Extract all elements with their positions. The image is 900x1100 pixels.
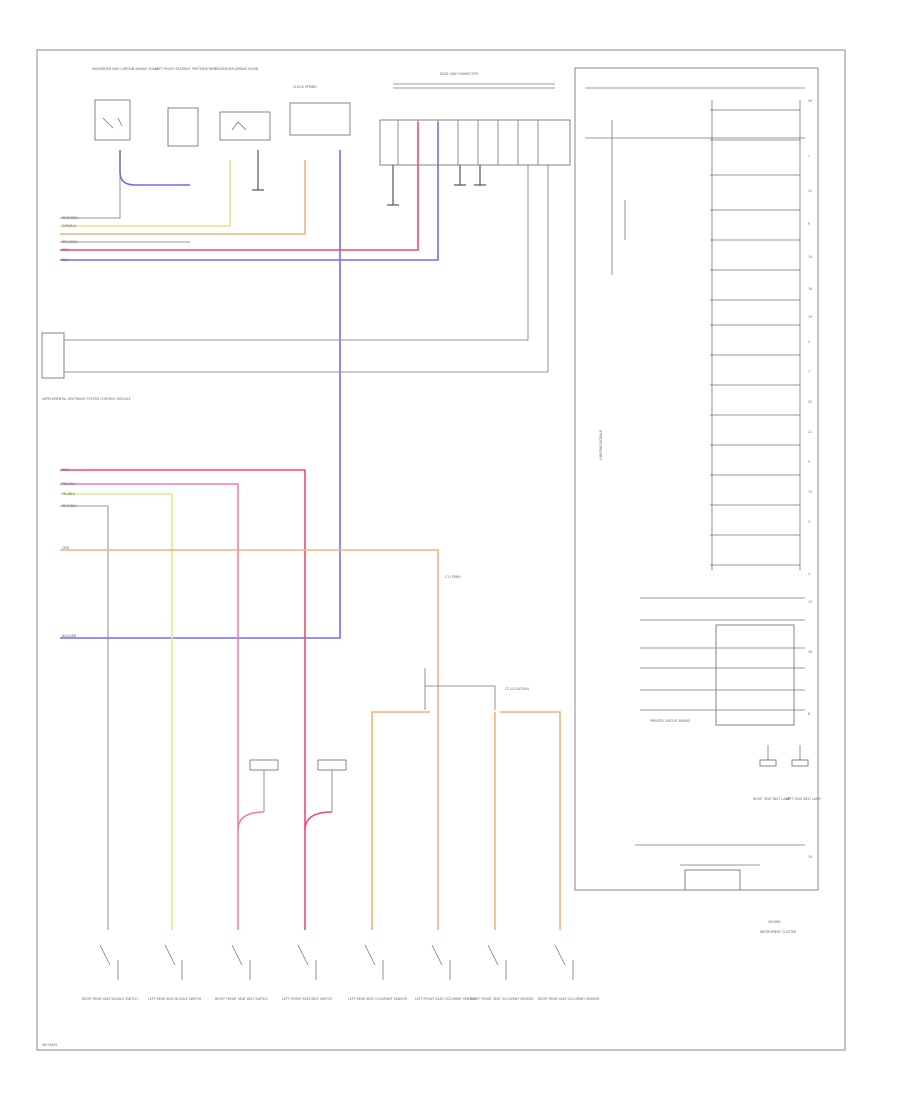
bottom-sensor-7: RIGHT FRONT SEAT OCCUPANT SENSOR — [470, 944, 534, 1001]
bottom-sensor-7-label: RIGHT FRONT SEAT OCCUPANT SENSOR — [470, 997, 534, 1001]
bottom-sensor-1-label: RIGHT REAR SEAT BUCKLE SWITCH — [82, 997, 138, 1001]
top-component-4: CLOCK SPRING — [289, 85, 351, 136]
cluster-pin-8: 2 — [808, 340, 810, 344]
cluster-pin-15: 4 — [808, 572, 810, 576]
top-component-1: PASSENGER SIDE CURTAIN AIRBAG SQUIB — [92, 67, 158, 141]
bottom-right-lamp-2-label: LEFT SEAT BELT LAMP — [786, 797, 821, 801]
cluster-pin-13: 15 — [808, 490, 812, 494]
bottom-sensor-5-label: LEFT REAR SEAT OCCUPANT SENSOR — [348, 997, 408, 1001]
left-wire-labels: WHT/GRN GRN/BLU BRN/GRN RED BLU — [62, 216, 78, 262]
bottom-sensor-8-label: RIGHT REAR SEAT OCCUPANT SENSOR — [538, 997, 600, 1001]
bottom-sensor-5: LEFT REAR SEAT OCCUPANT SENSOR — [348, 944, 408, 1001]
bottom-sensor-2-label: LEFT REAR SEAT BUCKLE SWITCH — [148, 997, 202, 1001]
data-link-connector: DATA LINK CONNECTOR — [379, 72, 571, 166]
mid-wire-label-2: PNK/BLU — [62, 482, 76, 486]
left-wire-label-3: BRN/GRN — [62, 240, 78, 244]
data-link-connector-label: DATA LINK CONNECTOR — [440, 72, 479, 76]
cluster-pin-14: 3 — [808, 520, 810, 524]
bottom-sensors: RIGHT REAR SEAT BUCKLE SWITCH LEFT REAR … — [82, 944, 600, 1001]
ground-symbols-top — [252, 150, 486, 206]
bottom-sensor-2: LEFT REAR SEAT BUCKLE SWITCH — [148, 944, 202, 1001]
diagram-frame — [36, 49, 846, 1051]
module-label: SUPPLEMENTAL RESTRAINT SYSTEM CONTROL MO… — [42, 397, 131, 401]
orange-wire-label: ORG — [62, 546, 70, 550]
top-component-1-label: PASSENGER SIDE CURTAIN AIRBAG SQUIB — [92, 67, 158, 71]
top-component-3-label: PASSENGER AIRBAG SQUIB — [215, 67, 258, 71]
cluster-pin-1: 30 — [808, 99, 812, 103]
splice-label-1: C1 (TRIM) — [445, 575, 461, 579]
top-component-4-label: CLOCK SPRING — [293, 85, 317, 89]
bottom-sensor-1: RIGHT REAR SEAT BUCKLE SWITCH — [82, 944, 138, 1001]
cluster-pin-5: 14 — [808, 255, 812, 259]
left-wire-label-4: RED — [62, 248, 69, 252]
mid-wire-label-4: WHT/BLU — [62, 504, 77, 508]
top-component-2-label: LEFT FRONT SEATBELT PRETENSIONER — [155, 67, 217, 71]
cluster-pins: 30 1 12 9 14 18 19 2 7 22 21 5 15 3 4 13… — [808, 99, 812, 859]
instrument-cluster: LIGHTING MODULE PRINTED CIRCUIT BOARD SH… — [574, 67, 819, 934]
top-component-2: LEFT FRONT SEATBELT PRETENSIONER — [155, 67, 217, 147]
bottom-sensor-8: RIGHT REAR SEAT OCCUPANT SENSOR — [538, 944, 600, 1001]
cluster-pin-12: 5 — [808, 460, 810, 464]
bottom-sensor-6-label: LEFT FRONT SEAT OCCUPANT SENSOR — [415, 997, 477, 1001]
bottom-sensor-6: LEFT FRONT SEAT OCCUPANT SENSOR — [415, 944, 477, 1001]
cluster-pin-19: 10 — [808, 855, 812, 859]
cluster-pin-11: 21 — [808, 430, 812, 434]
bottom-sensor-3: RIGHT FRONT SEAT BELT SWITCH — [215, 944, 268, 1001]
bottom-sensor-4-label: LEFT FRONT SEAT BELT SWITCH — [282, 997, 333, 1001]
bottom-right-lamps: RIGHT SEAT BELT LAMP LEFT SEAT BELT LAMP — [753, 745, 821, 801]
cluster-title-line1: SHOWN — [768, 920, 781, 924]
footer-id: W074562 — [42, 1043, 57, 1047]
left-wire-label-2: GRN/BLU — [62, 224, 77, 228]
left-wire-label-5: BLU — [62, 258, 69, 262]
bottom-sensor-3-label: RIGHT FRONT SEAT BELT SWITCH — [215, 997, 268, 1001]
splice-label-2: C2 (LOCATION) — [505, 687, 529, 691]
ground-connectors-mid — [237, 759, 347, 831]
bottom-right-lamp-1-label: RIGHT SEAT BELT LAMP — [753, 797, 790, 801]
blue-wire-label: BLU/GRN — [62, 634, 77, 638]
top-component-3: PASSENGER AIRBAG SQUIB — [215, 67, 271, 141]
splice-area: C1 (TRIM) C2 (LOCATION) — [371, 575, 561, 930]
cluster-pin-9: 7 — [808, 370, 810, 374]
middle-wires — [60, 150, 439, 930]
cluster-pin-10: 22 — [808, 400, 812, 404]
cluster-title-line2: INSTRUMENT CLUSTER — [760, 930, 797, 934]
left-wire-label-1: WHT/GRN — [62, 216, 78, 220]
top-wires — [41, 122, 549, 379]
inner-block-label: PRINTED CIRCUIT BOARD — [650, 719, 691, 723]
cluster-pin-16: 13 — [808, 600, 812, 604]
cluster-pin-18: 6 — [808, 712, 810, 716]
cluster-pin-7: 19 — [808, 315, 812, 319]
mid-wire-label-3: YEL/BLU — [62, 492, 76, 496]
middle-wire-labels: RED PNK/BLU YEL/BLU WHT/BLU ORG BLU/GRN — [62, 468, 77, 638]
cluster-pin-17: 16 — [808, 650, 812, 654]
mid-wire-label-1: RED — [62, 468, 69, 472]
cluster-pin-2: 1 — [808, 154, 810, 158]
cluster-pin-4: 9 — [808, 222, 810, 226]
bottom-sensor-4: LEFT FRONT SEAT BELT SWITCH — [282, 944, 333, 1001]
cluster-pin-6: 18 — [808, 287, 812, 291]
cluster-side-label: LIGHTING MODULE — [599, 430, 603, 460]
cluster-pin-3: 12 — [808, 189, 812, 193]
